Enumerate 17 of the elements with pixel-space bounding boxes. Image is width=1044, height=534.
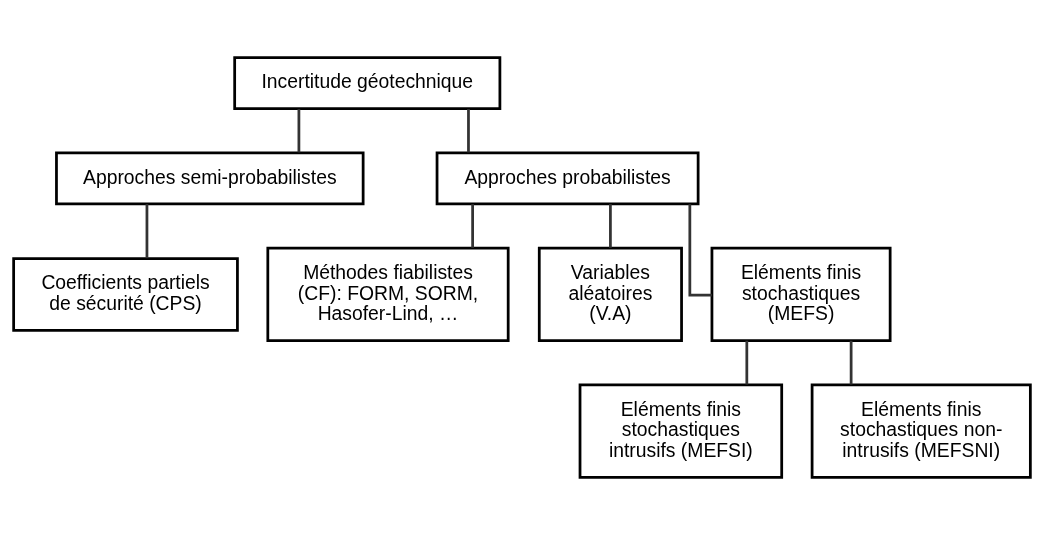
node-box: Eléments finis stochastiques (MEFS) (710, 246, 892, 342)
node-box: Approches semi-probabilistes (55, 150, 365, 205)
node-box: Approches probabilistes (435, 150, 700, 205)
node-box: Incertitude géotechnique (233, 55, 502, 110)
connector (471, 203, 474, 248)
connector (297, 108, 301, 152)
node-box: Variables aléatoires (V.A) (537, 246, 683, 342)
connector (745, 340, 749, 384)
connector (688, 203, 712, 296)
connector (849, 340, 853, 384)
node-box: Méthodes fiabilistes (CF): FORM, SORM, Hasofer-Lind, … (266, 246, 510, 342)
node-box: Coefficients partiels de sécurité (CPS) (12, 256, 239, 332)
connector (609, 203, 612, 248)
connector (145, 203, 149, 258)
connector (467, 108, 470, 152)
node-box: Eléments finis stochastiques non-intrusifs (MEFSNI) (810, 383, 1032, 479)
node-box: Eléments finis stochastiques intrusifs (MEFSI) (578, 383, 784, 479)
